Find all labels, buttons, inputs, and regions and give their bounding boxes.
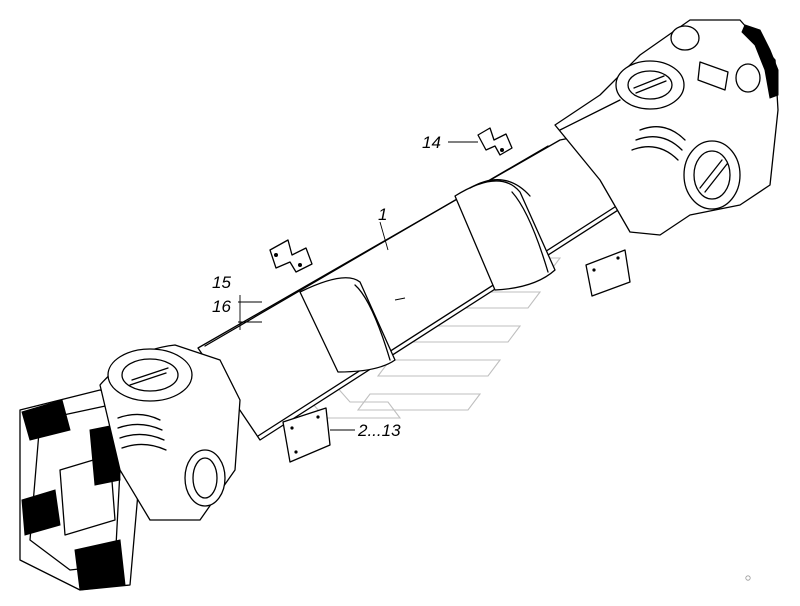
callout-15: 15 [212, 273, 231, 292]
callout-14: 14 [422, 133, 441, 152]
callout-1: 1 [378, 205, 387, 224]
balance-plate-right [585, 249, 631, 297]
callout-16: 16 [212, 297, 231, 316]
rear-flange-yoke [554, 19, 779, 236]
leader-lines [238, 141, 478, 431]
shaft-tube [197, 131, 641, 441]
clamp-15-16 [269, 239, 313, 273]
corner-dot [745, 575, 751, 581]
callout-2-13: 2...13 [357, 421, 401, 440]
balance-plate-lower [282, 407, 331, 463]
clamp-14 [477, 127, 513, 156]
front-flange-yoke [19, 344, 241, 591]
